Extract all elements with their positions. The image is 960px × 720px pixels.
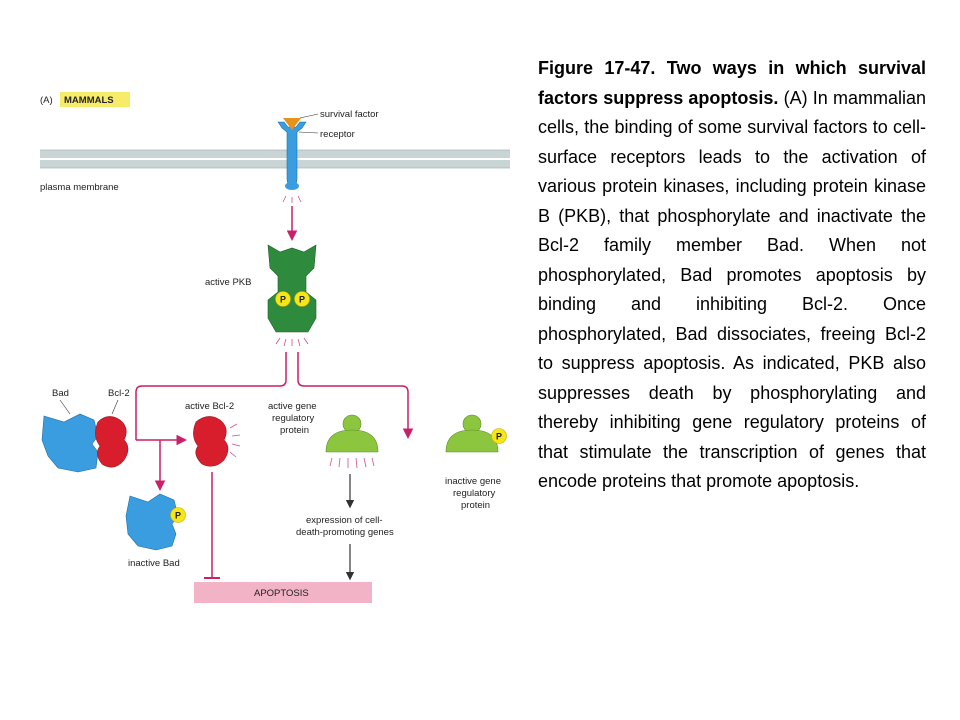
pkb-phosphate-2-icon: P [294, 291, 310, 307]
expression-label-2: death-promoting genes [296, 527, 394, 538]
apoptosis-pathway-diagram: (A) MAMMALS plasma membrane survival fac… [40, 92, 510, 603]
active-gene-regulator-icon [325, 414, 379, 453]
active-gene-label-1: active gene [268, 401, 317, 412]
plasma-membrane-label: plasma membrane [40, 182, 119, 193]
inactive-gene-label-1: inactive gene [445, 476, 501, 487]
gene-regulator-rays [329, 457, 375, 469]
pkb-activation-rays [275, 337, 309, 347]
arrow-pkb-to-bad [135, 352, 287, 440]
bcl2-label: Bcl-2 [108, 388, 130, 399]
inactive-bad-label: inactive Bad [128, 558, 180, 569]
panel-title-highlight [60, 92, 130, 107]
bcl2-leader [111, 399, 119, 415]
survival-factor-icon [283, 118, 301, 130]
inactive-bad-phosphate-icon: P [170, 507, 186, 523]
inactive-gene-label-2: regulatory [453, 488, 495, 499]
pkb-phosphate-1-icon: P [275, 291, 291, 307]
arrow-pkb-to-gene-regulator [297, 352, 414, 439]
svg-text:P: P [280, 295, 286, 305]
panel-title: MAMMALS [64, 95, 114, 106]
active-bcl2-icon [193, 416, 229, 467]
active-gene-label-2: regulatory [272, 413, 314, 424]
active-bcl2-rays [229, 423, 241, 458]
receptor-activation-rays [282, 195, 302, 203]
panel-letter: (A) [40, 95, 53, 106]
apoptosis-label: APOPTOSIS [254, 588, 309, 599]
receptor-label: receptor [320, 129, 355, 140]
survival-factor-label: survival factor [320, 109, 379, 120]
active-bcl2-label: active Bcl-2 [185, 401, 234, 412]
survival-factor-leader [299, 113, 319, 119]
figure-caption: Figure 17-47. Two ways in which survival… [538, 54, 926, 497]
inactive-gene-label-3: protein [461, 500, 490, 511]
bad-leader [59, 399, 71, 415]
svg-text:P: P [496, 432, 502, 442]
caption-body: (A) In mammalian cells, the binding of s… [538, 87, 926, 492]
active-gene-label-3: protein [280, 425, 309, 436]
expression-label-1: expression of cell- [306, 515, 383, 526]
inactive-gene-regulator-icon [445, 414, 499, 453]
bad-protein-icon [41, 413, 99, 473]
apoptosis-box [194, 582, 372, 603]
active-pkb-label: active PKB [205, 277, 251, 288]
receptor-icon [277, 121, 307, 190]
pkb-kinase-icon [267, 244, 317, 333]
bcl2-protein-icon [95, 416, 129, 468]
svg-text:P: P [299, 295, 305, 305]
receptor-leader [298, 131, 319, 134]
inactive-gene-phosphate-icon: P [491, 428, 507, 444]
bad-label: Bad [52, 388, 69, 399]
plasma-membrane [40, 149, 510, 169]
caption-title: Figure 17-47. Two ways in which survival… [538, 58, 926, 108]
inactive-bad-icon [125, 493, 179, 551]
svg-text:P: P [175, 511, 181, 521]
